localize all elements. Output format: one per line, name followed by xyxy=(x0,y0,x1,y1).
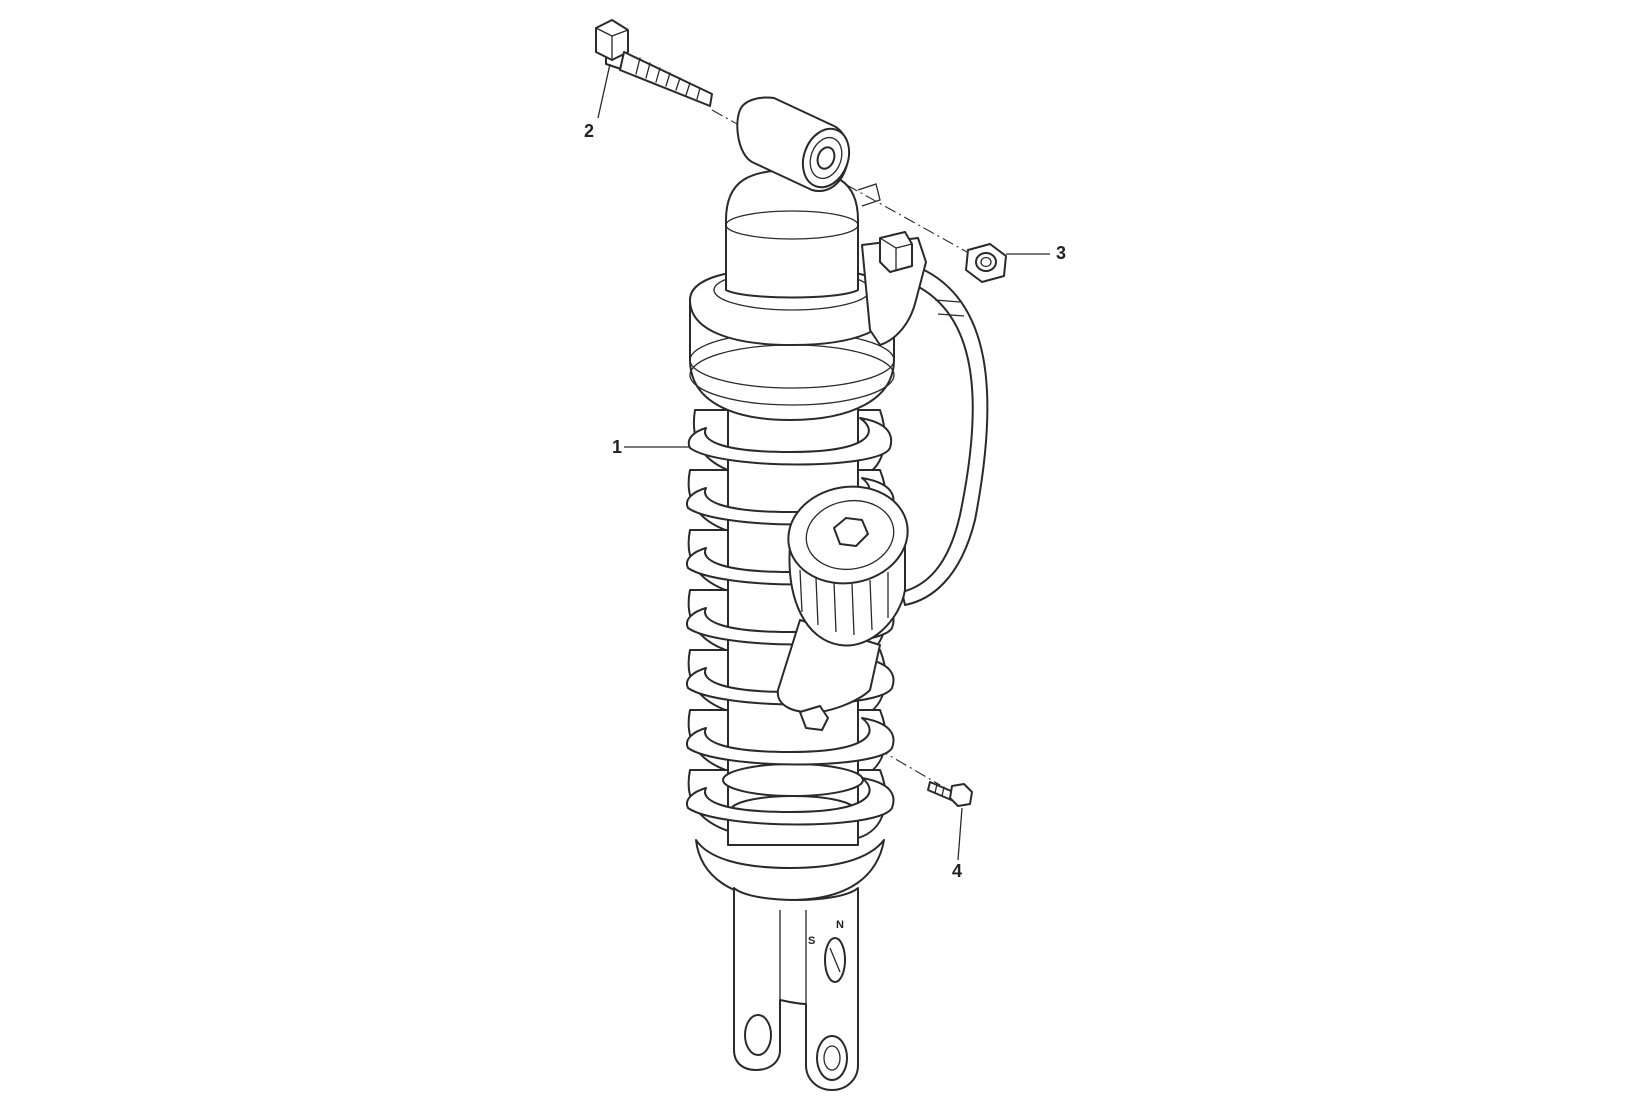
leader-4 xyxy=(957,807,963,861)
reservoir-hose xyxy=(901,267,989,606)
upper-bolt xyxy=(595,19,713,107)
mark-n: N xyxy=(836,919,844,931)
mark-s: S xyxy=(808,935,816,947)
callout-1: 1 xyxy=(612,437,623,457)
upper-body xyxy=(689,169,927,421)
lower-clevis xyxy=(733,887,859,1091)
leader-2 xyxy=(597,63,611,119)
upper-eye-bushing xyxy=(736,96,851,192)
flange-nut xyxy=(965,243,1007,283)
preload-adjuster xyxy=(776,485,909,731)
callout-4: 4 xyxy=(952,861,963,881)
callout-3: 3 xyxy=(1056,243,1067,263)
lower-bolt xyxy=(927,781,973,807)
callout-2: 2 xyxy=(584,121,595,141)
